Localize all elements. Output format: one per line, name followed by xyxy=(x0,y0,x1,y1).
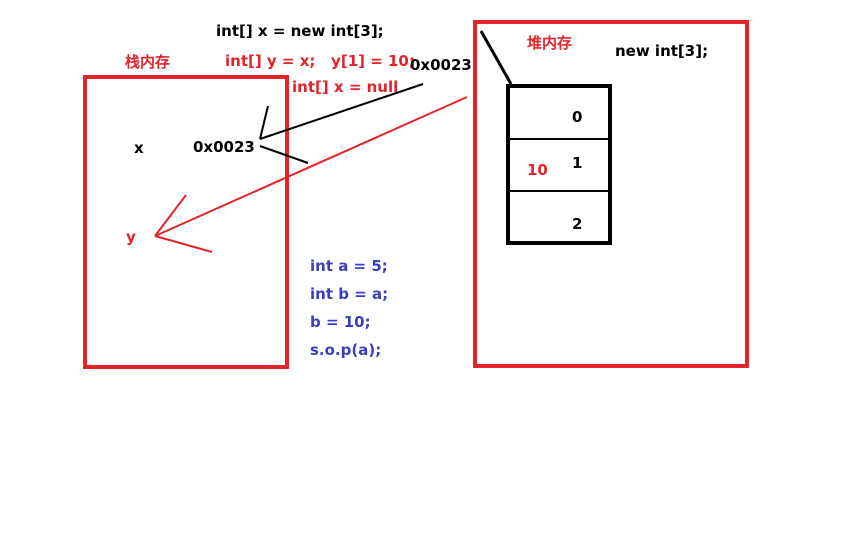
code-line-null-x: int[] x = null xyxy=(292,78,398,96)
array-link-line xyxy=(479,30,513,85)
array-index-2: 2 xyxy=(572,215,582,233)
black-reference-arrow xyxy=(259,83,424,164)
code-bottom-line: int a = 5; xyxy=(310,257,388,275)
code-bottom-line: s.o.p(a); xyxy=(310,341,381,359)
code-bottom-block: int a = 5; int b = a; b = 10; s.o.p(a); xyxy=(310,257,388,359)
heap-array: 0 1 2 10 xyxy=(506,84,612,245)
stack-memory-label: 栈内存 xyxy=(125,53,170,71)
array-index-0: 0 xyxy=(572,108,582,126)
heap-memory-box xyxy=(473,20,749,368)
code-bottom-line: b = 10; xyxy=(310,313,371,331)
code-line-assign-y: int[] y = x; y[1] = 10; xyxy=(225,52,415,70)
code-bottom-line: int b = a; xyxy=(310,285,388,303)
stack-memory-box xyxy=(83,75,289,369)
address-label: 0x0023 xyxy=(410,56,472,74)
heap-alloc-label: new int[3]; xyxy=(615,42,708,60)
stack-var-y: y xyxy=(126,228,136,246)
code-line-new-array: int[] x = new int[3]; xyxy=(216,22,384,40)
stack-x-value: 0x0023 xyxy=(193,138,255,156)
array-border xyxy=(506,84,612,245)
red-reference-arrow xyxy=(154,96,468,253)
array-modified-value: 10 xyxy=(527,161,548,179)
heap-memory-label: 堆内存 xyxy=(527,34,572,52)
array-index-1: 1 xyxy=(572,154,582,172)
stack-var-x: x xyxy=(134,139,144,157)
